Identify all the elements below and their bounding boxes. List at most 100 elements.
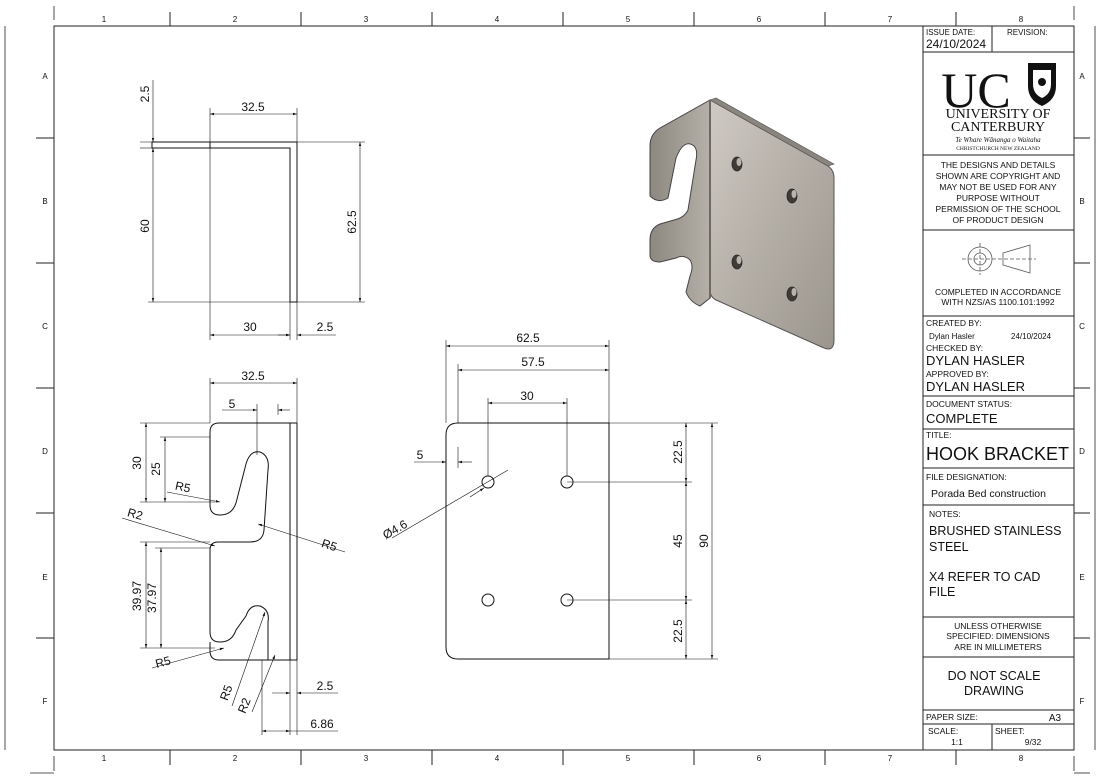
dim-front-6-86: 6.86 (310, 717, 334, 731)
zone-row-c-left: C (42, 322, 48, 331)
zone-col-8-top: 8 (1019, 15, 1024, 24)
paper-size: A3 (1049, 713, 1062, 724)
copyright-line: SHOWN ARE COPYRIGHT AND (936, 171, 1061, 181)
dim-front-25: 25 (149, 462, 163, 476)
file-designation-label: FILE DESIGNATION: (926, 472, 1007, 482)
title-block (922, 25, 1075, 751)
copyright-line: PURPOSE WITHOUT (956, 193, 1040, 203)
side-view: 32.5 2.5 60 62.5 30 2.5 (138, 80, 365, 340)
sheet-number: 9/32 (1025, 737, 1042, 747)
file-designation: Porada Bed construction (931, 488, 1046, 500)
dim-side-62-5: 62.5 (345, 210, 359, 234)
zone-col-5-bottom: 5 (626, 754, 631, 763)
dim-front-5: 5 (229, 397, 236, 411)
third-angle-projection-icon (962, 243, 1036, 275)
dim-plate-62-5: 62.5 (516, 331, 540, 345)
dim-plate-hole-dia: Ø4.6 (380, 517, 410, 542)
dim-plate-22-5-top: 22.5 (671, 440, 685, 464)
dim-front-37-97: 37.97 (145, 583, 159, 613)
dim-front-r2-left: R2 (126, 505, 145, 523)
university-line2: CANTERBURY (951, 120, 1045, 135)
zone-col-4-top: 4 (495, 15, 500, 24)
notes-quantity-line2: FILE (929, 585, 955, 599)
copyright-line: MAY NOT BE USED FOR ANY (939, 182, 1056, 192)
scale-label: SCALE: (928, 726, 958, 736)
zone-col-3-bottom: 3 (364, 754, 369, 763)
zone-col-6-top: 6 (757, 15, 762, 24)
zone-col-7-top: 7 (888, 15, 893, 24)
university-maori-name: Te Whare Wānanga o Waitaha (955, 136, 1041, 144)
zone-row-f-left: F (43, 697, 48, 706)
dim-plate-5: 5 (417, 448, 424, 462)
dim-side-2-5-bottom: 2.5 (317, 320, 334, 334)
zone-col-6-bottom: 6 (757, 754, 762, 763)
scale-value: 1:1 (951, 737, 963, 747)
created-by: Dylan Hasler (929, 332, 975, 341)
uc-logo-letters: UC (941, 62, 1010, 118)
checked-by-label: CHECKED BY: (926, 343, 983, 353)
created-by-label: CREATED BY: (926, 318, 982, 328)
zone-row-b-left: B (42, 197, 47, 206)
dim-side-32-5: 32.5 (241, 100, 265, 114)
zone-labels: 1 2 3 4 5 6 7 8 1 2 3 4 5 6 7 8 A B C D … (42, 15, 1085, 763)
standard-line2: WITH NZS/AS 1100.101:1992 (941, 297, 1055, 307)
dim-front-r2-bottom: R2 (235, 695, 254, 715)
dim-plate-45: 45 (671, 534, 685, 548)
dim-front-30: 30 (130, 456, 144, 470)
approved-by: DYLAN HASLER (926, 379, 1025, 394)
checked-by: DYLAN HASLER (926, 353, 1025, 368)
zone-col-2-bottom: 2 (233, 754, 238, 763)
copyright-line: THE DESIGNS AND DETAILS (941, 160, 1056, 170)
plate-view: 62.5 57.5 30 5 Ø4.6 22.5 45 90 22.5 (380, 331, 718, 660)
document-status: COMPLETE (926, 411, 998, 426)
copyright-line: OF PRODUCT DESIGN (953, 215, 1044, 225)
zone-row-d-right: D (1079, 447, 1085, 456)
zone-col-1-bottom: 1 (102, 754, 107, 763)
dim-side-60: 60 (138, 219, 152, 233)
dim-plate-57-5: 57.5 (521, 355, 545, 369)
front-view: 32.5 5 30 25 R5 R2 R5 39.97 37.97 R5 R5 … (121, 369, 346, 735)
zone-row-e-left: E (42, 573, 47, 582)
zone-row-b-right: B (1079, 197, 1084, 206)
zone-col-2-top: 2 (233, 15, 238, 24)
title-label: TITLE: (926, 430, 952, 440)
zone-row-e-right: E (1079, 573, 1084, 582)
zone-row-d-left: D (42, 447, 48, 456)
university-location: CHRISTCHURCH NEW ZEALAND (956, 146, 1040, 152)
sheet-label: SHEET: (995, 726, 1025, 736)
zone-row-a-left: A (42, 72, 48, 81)
do-not-scale-line1: DO NOT SCALE (948, 669, 1041, 683)
do-not-scale-line2: DRAWING (964, 684, 1024, 698)
dim-plate-90: 90 (697, 534, 711, 548)
university-line1: UNIVERSITY OF (946, 107, 1051, 122)
notes-label: NOTES: (929, 509, 961, 519)
hole-bottom-left (481, 593, 495, 607)
copyright-notice: THE DESIGNS AND DETAILS SHOWN ARE COPYRI… (935, 160, 1060, 225)
zone-col-5-top: 5 (626, 15, 631, 24)
dim-front-r5-lower: R5 (154, 653, 173, 671)
notes-material-line2: STEEL (929, 540, 969, 554)
standard-line1: COMPLETED IN ACCORDANCE (935, 287, 1061, 297)
notes-material-line1: BRUSHED STAINLESS (929, 524, 1061, 538)
zone-col-7-bottom: 7 (888, 754, 893, 763)
dim-side-2-5-top: 2.5 (138, 85, 152, 102)
units-line2: SPECIFIED: DIMENSIONS (946, 631, 1050, 641)
document-status-label: DOCUMENT STATUS: (926, 399, 1012, 409)
paper-size-label: PAPER SIZE: (926, 712, 978, 722)
issue-date-label: ISSUE DATE: (926, 28, 975, 37)
zone-row-f-right: F (1080, 697, 1085, 706)
dim-front-r5-upper: R5 (174, 479, 192, 496)
created-date: 24/10/2024 (1011, 332, 1052, 341)
zone-row-c-right: C (1079, 322, 1085, 331)
units-line3: ARE IN MILLIMETERS (954, 642, 1042, 652)
dim-front-2-5: 2.5 (317, 679, 334, 693)
uc-crest-icon (1028, 63, 1056, 106)
zone-col-3-top: 3 (364, 15, 369, 24)
approved-by-label: APPROVED BY: (926, 369, 989, 379)
zone-row-a-right: A (1079, 72, 1085, 81)
zone-col-1-top: 1 (102, 15, 107, 24)
dim-front-32-5: 32.5 (241, 369, 265, 383)
dim-side-30: 30 (243, 320, 257, 334)
revision-label: REVISION: (1007, 28, 1047, 37)
